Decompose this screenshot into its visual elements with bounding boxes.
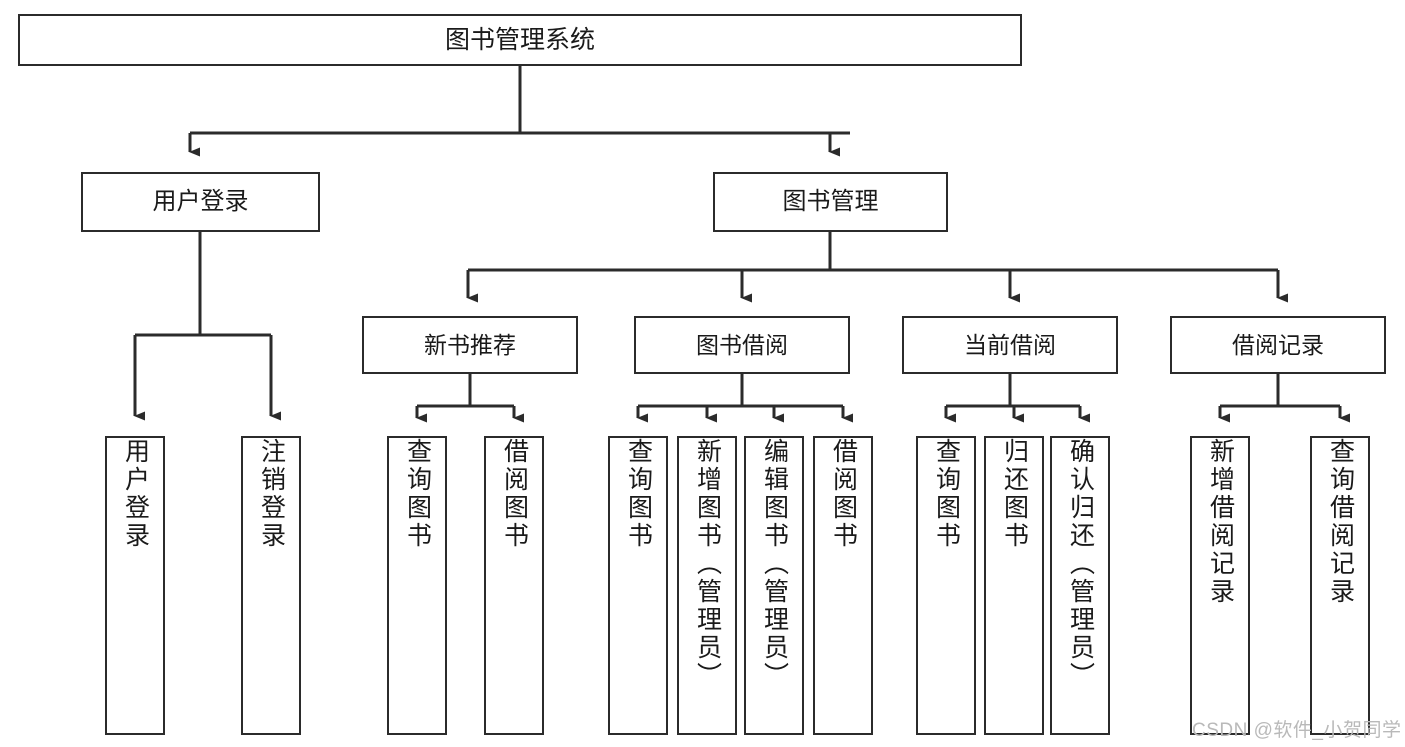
node-borrow-record[interactable]: 借阅记录 (1170, 316, 1386, 374)
node-leaf-query-book-3[interactable]: 查询图书 (916, 436, 976, 735)
node-root-system[interactable]: 图书管理系统 (18, 14, 1022, 66)
node-leaf-confirm-return-label: 确认归还（管理员） (1066, 438, 1095, 690)
node-leaf-add-record[interactable]: 新增借阅记录 (1190, 436, 1250, 735)
node-user-login[interactable]: 用户登录 (81, 172, 320, 232)
node-leaf-borrow-book-1[interactable]: 借阅图书 (484, 436, 544, 735)
connector-borrowrecord-to-leaves (1218, 374, 1350, 423)
node-leaf-confirm-return[interactable]: 确认归还（管理员） (1050, 436, 1110, 735)
connector-newbook-to-leaves (415, 374, 524, 423)
csdn-watermark: CSDN @软件_小贺同学 (1192, 720, 1402, 741)
node-user-login-label: 用户登录 (152, 188, 249, 216)
node-leaf-query-book-2[interactable]: 查询图书 (608, 436, 668, 735)
node-leaf-query-record-label: 查询借阅记录 (1326, 438, 1355, 606)
node-borrow-record-label: 借阅记录 (1232, 331, 1324, 358)
node-leaf-add-record-label: 新增借阅记录 (1206, 438, 1235, 606)
node-book-management-label: 图书管理 (782, 188, 879, 216)
connector-bookmgmt-to-level2 (466, 232, 1288, 303)
node-current-borrow[interactable]: 当前借阅 (902, 316, 1118, 374)
node-leaf-logout[interactable]: 注销登录 (241, 436, 301, 735)
connector-userlogin-to-leaves (133, 232, 281, 421)
node-root-label: 图书管理系统 (444, 25, 595, 54)
node-leaf-borrow-book-2-label: 借阅图书 (829, 438, 858, 550)
connector-bookborrow-to-leaves (636, 374, 853, 423)
node-leaf-user-login[interactable]: 用户登录 (105, 436, 165, 735)
node-leaf-borrow-book-2[interactable]: 借阅图书 (813, 436, 873, 735)
node-leaf-add-book[interactable]: 新增图书（管理员） (677, 436, 737, 735)
node-leaf-return-book-label: 归还图书 (1000, 438, 1029, 550)
node-leaf-edit-book[interactable]: 编辑图书（管理员） (744, 436, 804, 735)
node-new-book-recommend-label: 新书推荐 (424, 331, 516, 358)
node-leaf-query-book-1[interactable]: 查询图书 (387, 436, 447, 735)
node-book-borrow-label: 图书借阅 (696, 331, 788, 358)
node-leaf-logout-label: 注销登录 (257, 438, 286, 550)
connector-root-to-level1 (188, 66, 850, 157)
node-leaf-query-book-3-label: 查询图书 (932, 438, 961, 550)
node-leaf-query-book-2-label: 查询图书 (624, 438, 653, 550)
node-book-borrow[interactable]: 图书借阅 (634, 316, 850, 374)
node-leaf-query-book-1-label: 查询图书 (403, 438, 432, 550)
connector-currentborrow-to-leaves (944, 374, 1090, 423)
node-leaf-add-book-label: 新增图书（管理员） (693, 438, 722, 690)
node-new-book-recommend[interactable]: 新书推荐 (362, 316, 578, 374)
node-leaf-borrow-book-1-label: 借阅图书 (500, 438, 529, 550)
node-book-management[interactable]: 图书管理 (713, 172, 948, 232)
node-leaf-user-login-label: 用户登录 (121, 438, 150, 550)
node-current-borrow-label: 当前借阅 (964, 331, 1056, 358)
node-leaf-edit-book-label: 编辑图书（管理员） (760, 438, 789, 690)
node-leaf-return-book[interactable]: 归还图书 (984, 436, 1044, 735)
node-leaf-query-record[interactable]: 查询借阅记录 (1310, 436, 1370, 735)
